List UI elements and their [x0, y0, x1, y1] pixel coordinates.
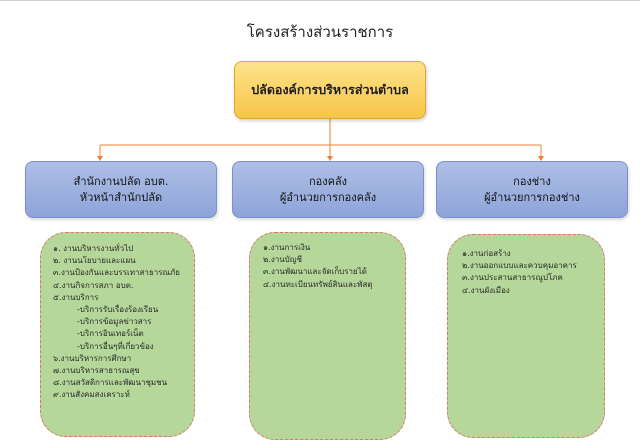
root-position-box: ปลัดองค์การบริหารส่วนตำบล: [234, 61, 426, 119]
division-head: ผู้อำนวยการกองช่าง: [484, 190, 580, 204]
chart-title: โครงสร้างส่วนราชการ: [246, 23, 394, 41]
duty-item: ๑. งานบริหารงานทั่วไป: [53, 244, 134, 253]
duty-item: ๔.งานผังเมือง: [462, 285, 510, 295]
top-divider: [0, 0, 640, 1]
arrowhead-1: [97, 156, 103, 161]
duty-sub-item: -บริการรับเรื่องร้องเรียน: [77, 305, 159, 315]
root-position-label: ปลัดองค์การบริหารส่วนตำบล: [251, 82, 409, 97]
arrowhead-3: [538, 156, 544, 161]
division-box-office: สำนักงานปลัด อบต. หัวหน้าสำนักปลัด: [25, 161, 217, 218]
duty-sub-item: -บริการอินเทอร์เน็ต: [77, 329, 144, 339]
duties-box-finance: ๑.งานการเงิน๒.งานบัญชี๓.งานพัฒนาและจัดเก…: [249, 232, 406, 440]
division-box-finance: กองคลัง ผู้อำนวยการกองคลัง: [232, 161, 424, 218]
duty-sub-item: -บริการข้อมูลข่าวสาร: [77, 317, 152, 327]
division-name: กองช่าง: [513, 174, 551, 188]
arrowhead-2: [327, 156, 333, 161]
duty-item: ๑.งานก่อสร้าง: [462, 249, 511, 258]
division-name: กองคลัง: [308, 174, 348, 188]
duty-item: ๒.งานบัญชี: [263, 255, 303, 265]
duty-item: ๒.งานออกแบบและควบคุมอาคาร: [462, 261, 577, 271]
duties-box-office: ๑. งานบริหารงานทั่วไป๒. งานนโยบายและแผน๓…: [40, 232, 195, 437]
duty-item: ๔.งานทะเบียนทรัพย์สินและพัสดุ: [263, 279, 373, 289]
division-box-engineering: กองช่าง ผู้อำนวยการกองช่าง: [436, 161, 628, 218]
duty-item: ๒. งานนโยบายและแผน: [53, 256, 136, 266]
duty-sub-item: -บริการอื่นๆที่เกี่ยวข้อง: [77, 341, 154, 351]
duty-item: ๓.งานพัฒนาและจัดเก็บรายได้: [263, 267, 367, 277]
duty-item: ๔.งานกิจการสภา อบต.: [53, 280, 134, 290]
duty-item: ๙.งานสังคมสงเคราะห์: [53, 390, 130, 400]
duty-item: ๗.งานบริหารสาธารณสุข: [53, 366, 140, 376]
duty-item: ๕.งานบริการ: [53, 292, 99, 302]
division-head: หัวหน้าสำนักปลัด: [79, 190, 163, 204]
duty-item: ๑.งานการเงิน: [263, 243, 311, 252]
duty-item: ๓.งานประสานสาธารณูปโภค: [462, 273, 563, 283]
division-name: สำนักงานปลัด อบต.: [73, 174, 169, 188]
duty-item: ๓.งานป้องกันและบรรเทาสาธารณภัย: [53, 268, 180, 278]
duty-item: ๘.งานสวัสดิการและพัฒนาชุมชน: [53, 378, 168, 388]
division-head: ผู้อำนวยการกองคลัง: [279, 190, 377, 204]
duties-box-engineering: ๑.งานก่อสร้าง๒.งานออกแบบและควบคุมอาคาร๓.…: [447, 234, 605, 438]
duty-item: ๖.งานบริหารการศึกษา: [53, 353, 132, 363]
